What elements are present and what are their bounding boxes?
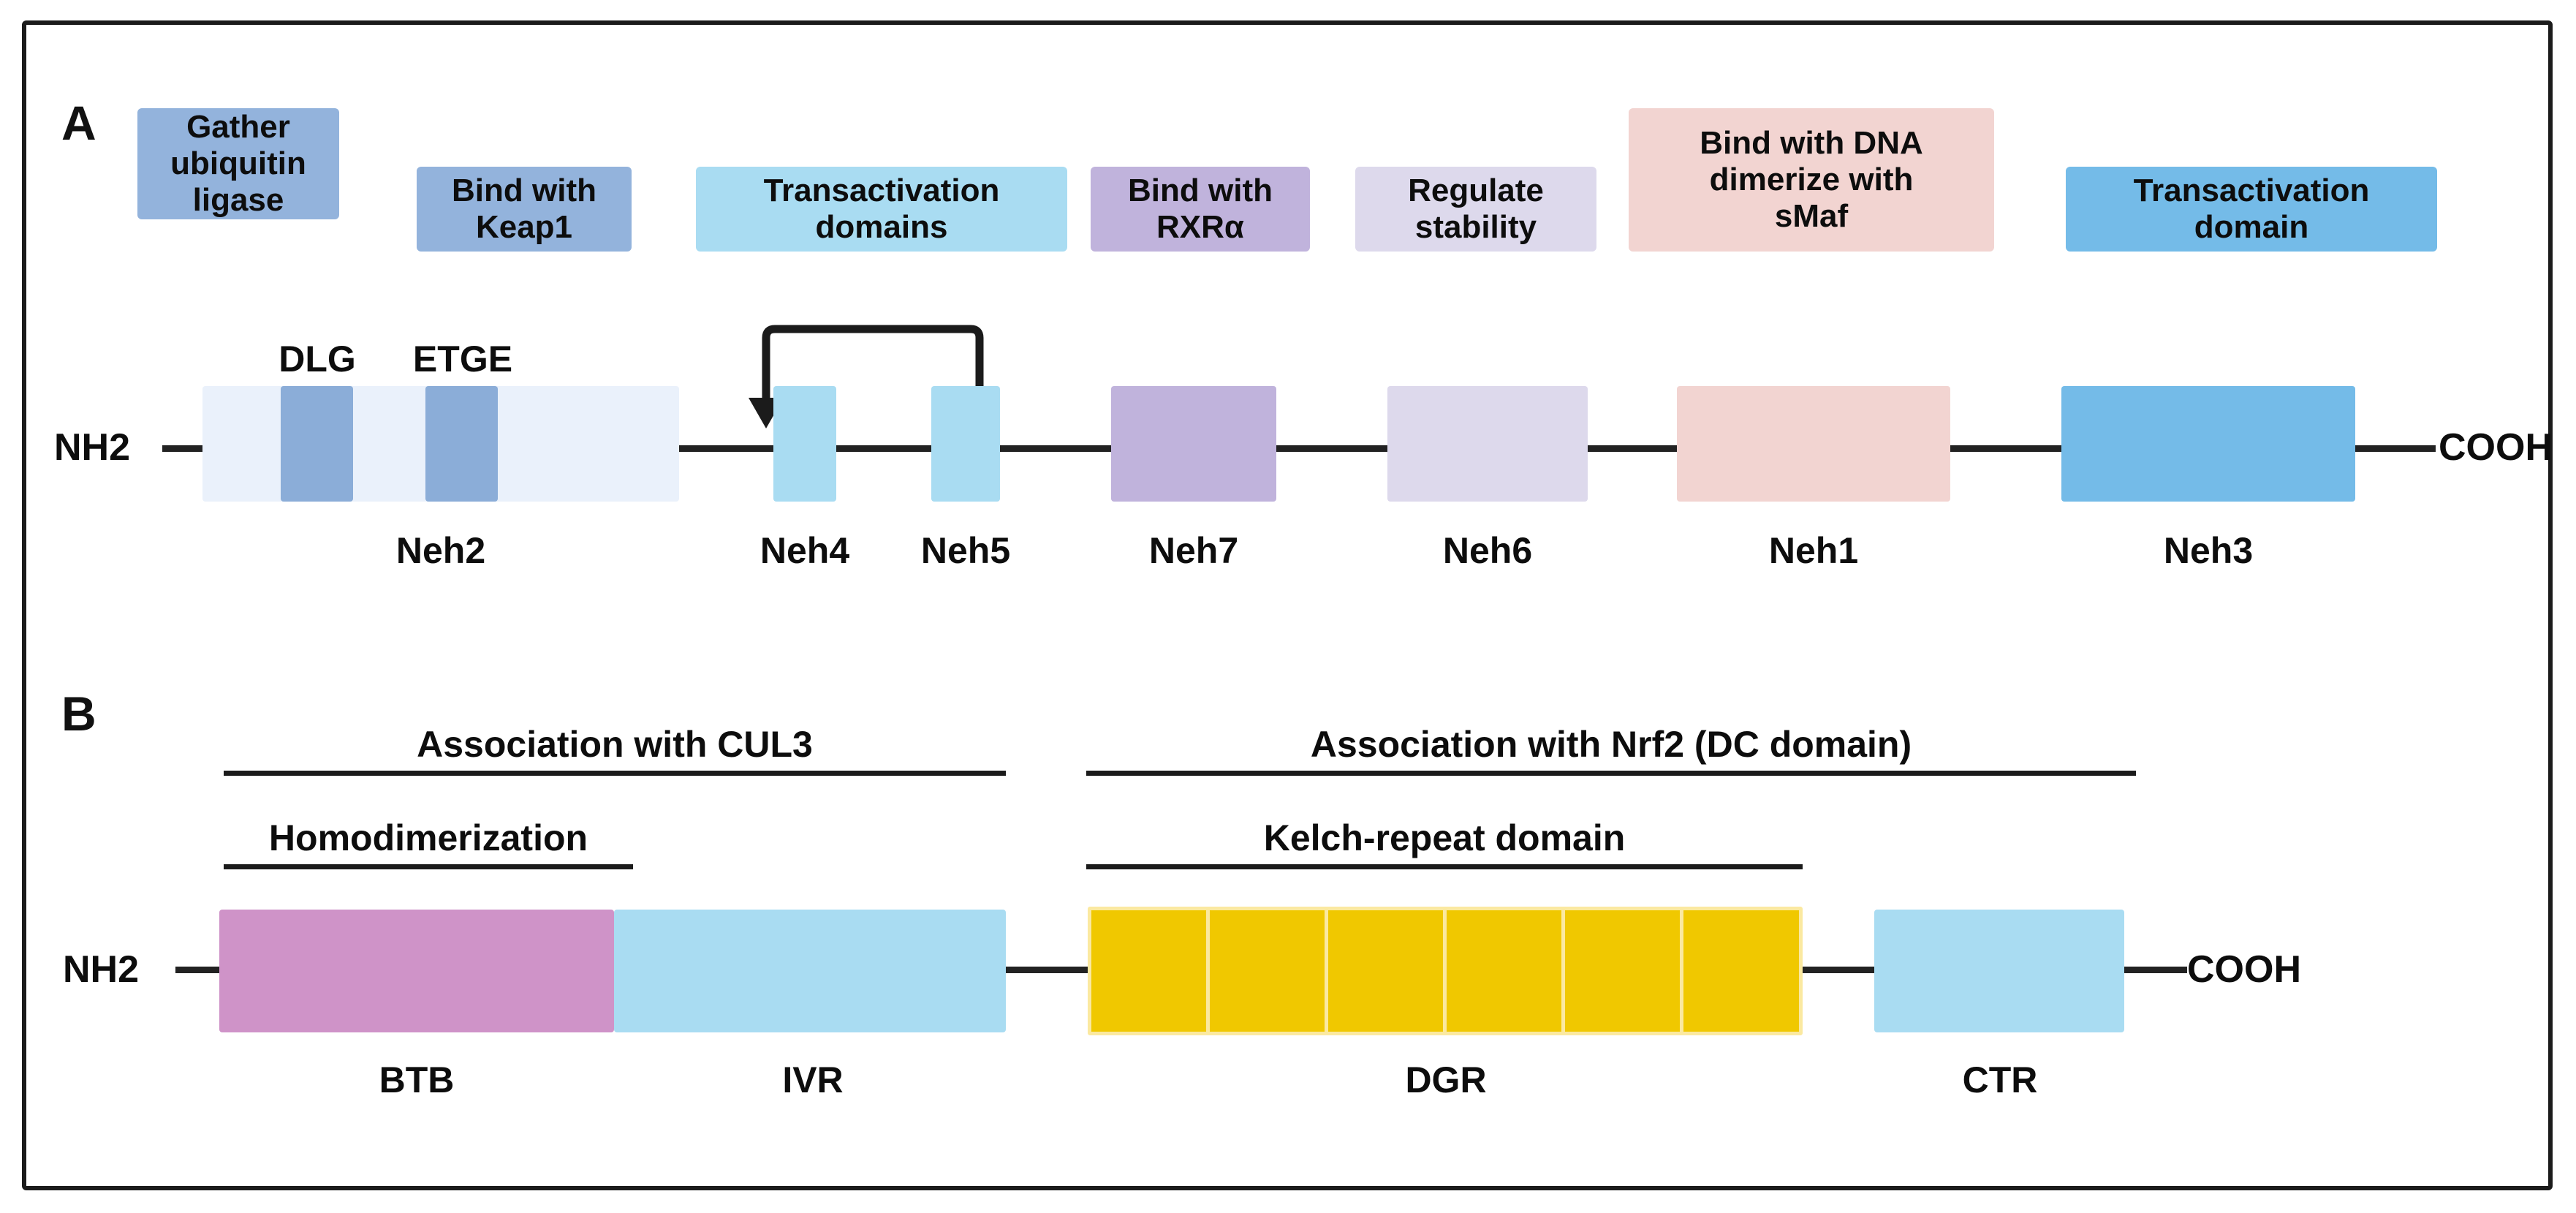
domain-ctr [1874, 910, 2124, 1032]
backbone-segment-a7 [1950, 445, 2061, 452]
annotation-label-kelch-repeat-domain: Kelch-repeat domain [1263, 817, 1626, 858]
motif-dlg-band [281, 386, 353, 502]
callout-bind-with-rxra: Bind with RXRα [1091, 167, 1310, 252]
panel-letter-a: A [61, 96, 96, 150]
domain-neh5 [931, 386, 1000, 502]
annotation-label-association-with-cul3: Association with CUL3 [417, 724, 813, 765]
backbone-segment-b1 [175, 967, 221, 973]
domain-label-neh4: Neh4 [759, 530, 850, 571]
callout-bind-with-dna-dimerize-smaf: Bind with DNA dimerize with sMaf [1629, 108, 1994, 252]
panel-letter-b: B [61, 687, 96, 741]
annotation-label-homodimerization: Homodimerization [268, 817, 588, 858]
callout-transactivation-domains: Transactivation domains [696, 167, 1067, 252]
domain-neh4 [773, 386, 836, 502]
domain-label-neh1: Neh1 [1768, 530, 1859, 571]
domain-label-dgr: DGR [1405, 1059, 1487, 1100]
domain-label-btb: BTB [379, 1059, 455, 1100]
domain-neh3 [2061, 386, 2355, 502]
backbone-segment-a6 [1588, 445, 1677, 452]
callout-transactivation-domain: Transactivation domain [2066, 167, 2437, 252]
kelch-repeat-blade-3 [1325, 907, 1447, 1035]
domain-label-neh6: Neh6 [1442, 530, 1533, 571]
annotation-rule-association-with-cul3 [224, 770, 1006, 776]
backbone-segment-b3 [1803, 967, 1874, 973]
kelch-repeat-blade-2 [1206, 907, 1329, 1035]
kelch-repeat-blade-1 [1088, 907, 1211, 1035]
backbone-segment-a2 [656, 445, 773, 452]
n-terminus-label-a: NH2 [54, 426, 131, 469]
motif-etge-band [425, 386, 498, 502]
domain-ivr [614, 910, 1006, 1032]
backbone-segment-a3 [836, 445, 931, 452]
kelch-repeat-blade-6 [1680, 907, 1803, 1035]
annotation-rule-homodimerization [224, 864, 633, 869]
n-terminus-label-b: NH2 [63, 948, 140, 991]
c-terminus-label-b: COOH [2187, 948, 2301, 991]
domain-label-neh5: Neh5 [920, 530, 1011, 571]
annotation-homodimerization: Homodimerization [224, 819, 633, 869]
domain-btb [219, 910, 614, 1032]
annotation-label-association-with-nrf2: Association with Nrf2 (DC domain) [1310, 724, 1912, 765]
callout-gather-ubiquitin-ligase: Gather ubiquitin ligase [137, 108, 339, 219]
annotation-association-with-cul3: Association with CUL3 [224, 725, 1006, 776]
motif-label-dlg: DLG [279, 339, 356, 379]
backbone-segment-a4 [1000, 445, 1111, 452]
backbone-segment-a5 [1276, 445, 1387, 452]
backbone-segment-b4 [2124, 967, 2187, 973]
domain-neh6 [1387, 386, 1588, 502]
figure-border [22, 20, 2553, 1190]
domain-label-neh3: Neh3 [2163, 530, 2254, 571]
kelch-repeat-blade-4 [1443, 907, 1566, 1035]
annotation-kelch-repeat-domain: Kelch-repeat domain [1086, 819, 1803, 869]
domain-label-ivr: IVR [782, 1059, 844, 1100]
domain-label-ctr: CTR [1962, 1059, 2038, 1100]
domain-neh7 [1111, 386, 1276, 502]
domain-label-neh7: Neh7 [1148, 530, 1239, 571]
backbone-segment-b2 [1004, 967, 1088, 973]
annotation-association-with-nrf2: Association with Nrf2 (DC domain) [1086, 725, 2136, 776]
annotation-rule-association-with-nrf2 [1086, 770, 2136, 776]
domain-neh1 [1677, 386, 1950, 502]
callout-regulate-stability: Regulate stability [1355, 167, 1596, 252]
c-terminus-label-a: COOH [2439, 426, 2553, 469]
motif-label-etge: ETGE [412, 339, 513, 379]
domain-label-neh2: Neh2 [395, 530, 486, 571]
backbone-segment-a8 [2355, 445, 2436, 452]
callout-bind-with-keap1: Bind with Keap1 [417, 167, 632, 252]
annotation-rule-kelch-repeat-domain [1086, 864, 1803, 869]
kelch-repeat-blade-5 [1561, 907, 1684, 1035]
backbone-segment-a1 [162, 445, 205, 452]
